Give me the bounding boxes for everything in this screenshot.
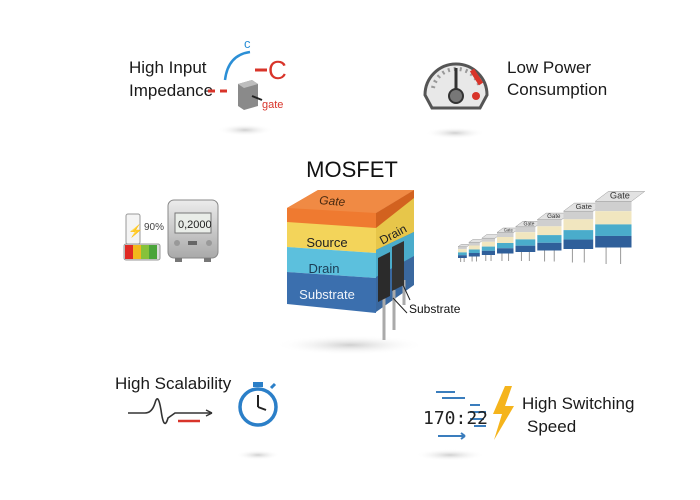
mini-chip-label: Gate [610,191,630,201]
clock-readout: 170:22 [423,408,488,429]
high-switching-speed-feature: 170:22 High Switching Speed [423,386,634,440]
switching-label-line2: Speed [527,417,576,436]
substrate-label: Substrate [299,287,355,302]
mini-chip: Gate [594,191,646,264]
high-input-impedance-feature: High Input Impedance c C gate [129,36,287,111]
drain-label: Drain [308,261,339,276]
lightning-bolt-icon [493,386,514,440]
gauge-icon [423,62,489,110]
mosfet-pins [378,241,411,340]
scalability-label: High Scalability [115,374,232,393]
gate-impedance-icon: c C gate [208,36,287,111]
source-layer [287,221,376,253]
svg-text:c: c [244,36,251,51]
mini-chip: Gate [514,221,544,261]
source-label: Source [306,235,347,250]
substrate-layer [287,272,376,313]
mini-chip [468,239,485,262]
svg-text:⚡: ⚡ [128,224,143,238]
mini-chip: Gate [562,202,605,263]
mini-chip-label: Gate [547,213,561,220]
impedance-label-line1: High Input [129,58,207,77]
mini-chip-label: Gate [524,221,535,227]
mosfet-block: Gate Source Drain Substrate Drain Substr… [287,190,461,340]
stopwatch-icon [238,382,278,427]
low-power-line1: Low Power [507,58,591,77]
switching-label-line1: High Switching [522,394,634,413]
svg-text:gate: gate [262,99,283,111]
impedance-label-line2: Impedance [129,81,213,100]
mini-chip-label: Gate [504,227,514,232]
meter-icon [167,199,219,262]
meter-reading: 0,2000 [178,219,212,231]
svg-text:C: C [268,55,287,85]
speed-lines-icon [436,391,486,440]
page-title: MOSFET [306,157,398,182]
high-scalability-feature: High Scalability [115,374,278,427]
substrate-pin-label: Substrate [409,302,461,316]
waveform-icon [128,398,213,425]
battery-icon: ⚡ [123,213,161,261]
mini-chip [457,244,471,262]
battery-meter-feature: ⚡ 90% 0,2000 [123,199,219,262]
low-power-line2: Consumption [507,80,607,99]
low-power-feature: Low Power Consumption [423,58,607,110]
drain-layer [287,247,376,278]
mini-chip [481,234,501,261]
mini-chip-label: Gate [576,202,592,211]
battery-percent: 90% [144,222,164,233]
gate-label: Gate [319,193,346,209]
floor-shadows [217,124,485,461]
